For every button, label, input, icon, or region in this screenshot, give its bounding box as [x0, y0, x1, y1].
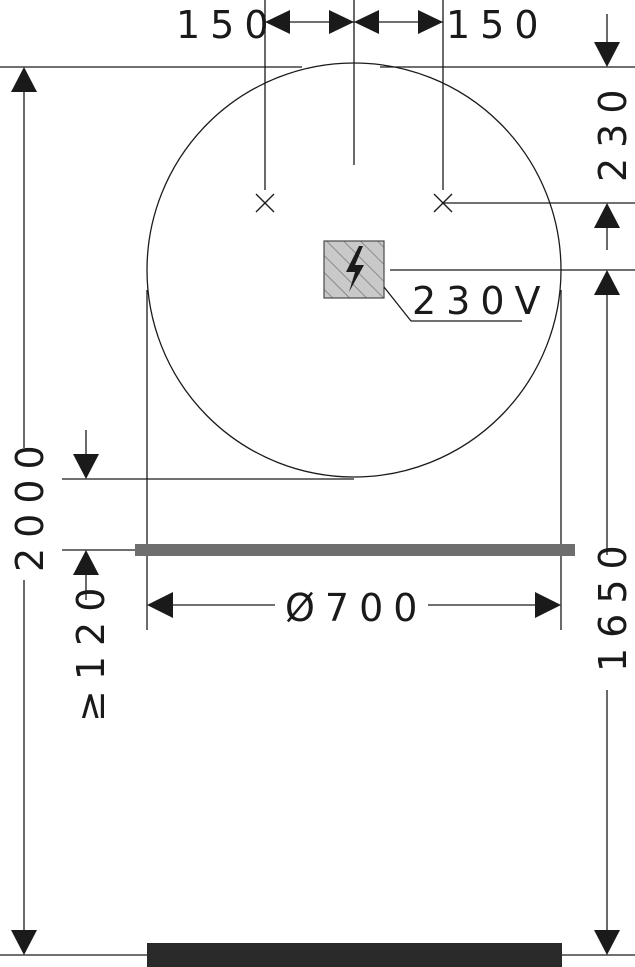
gap-dim-arrow-down — [73, 454, 99, 479]
top-dim-arrow-down — [594, 42, 620, 67]
fixing-point-left — [255, 193, 275, 213]
mount-dim-arrow-down — [594, 930, 620, 955]
mount-dim-arrow-up — [594, 270, 620, 295]
washbasin-edge — [135, 544, 575, 556]
diameter-arrow-left — [147, 592, 173, 618]
right-offset-label: 150 — [446, 3, 549, 47]
floor-bar — [147, 943, 562, 967]
min-gap-label: ≥120 — [69, 578, 113, 722]
diameter-label: Ø700 — [285, 586, 427, 630]
diameter-arrow-right — [535, 592, 561, 618]
top-to-outlet-label: 230 — [591, 79, 635, 182]
right-offset-arrow-left — [354, 10, 379, 34]
mount-height-label: 1650 — [591, 535, 635, 672]
gap-dim-arrow-up — [73, 550, 99, 575]
right-offset-arrow-right — [418, 10, 443, 34]
left-offset-arrow-left — [265, 10, 290, 34]
electrical-hazard-icon — [346, 246, 364, 292]
top-dim-arrow-up — [594, 203, 620, 228]
left-offset-label: 150 — [176, 3, 279, 47]
total-dim-arrow-up — [11, 67, 37, 92]
left-offset-arrow-right — [329, 10, 354, 34]
total-height-label: 2000 — [8, 435, 52, 572]
total-dim-arrow-down — [11, 930, 37, 955]
voltage-label: 230V — [412, 279, 551, 323]
